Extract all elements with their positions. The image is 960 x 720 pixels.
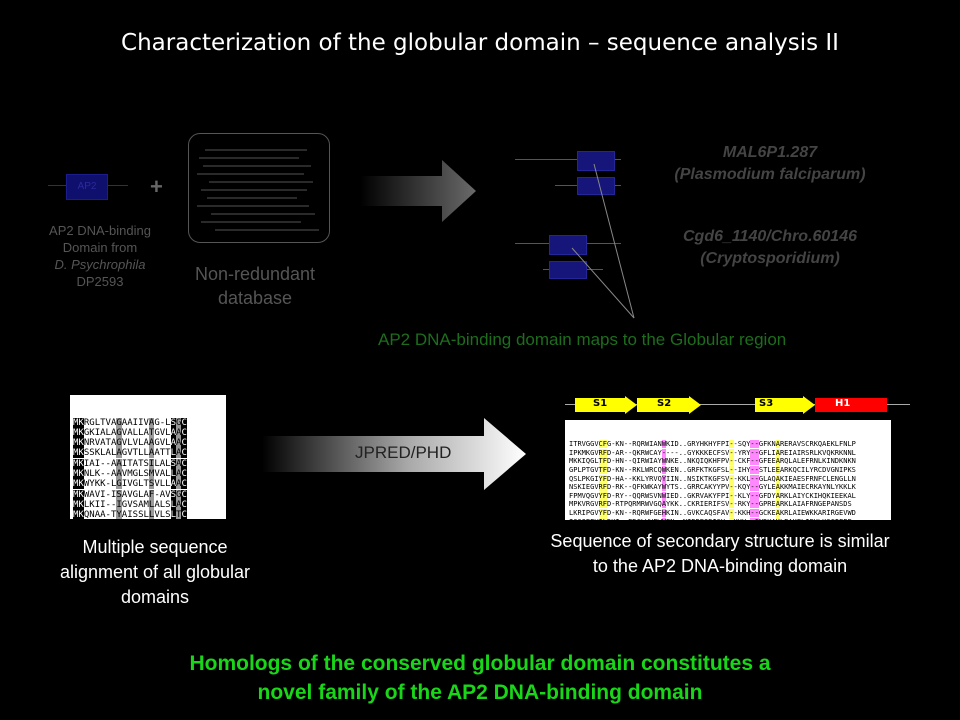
conclusion-line2: novel family of the AP2 DNA-binding doma… [257, 681, 703, 704]
ss-alignment-row: LKRIPGVYFD-KN--RQRWFGEHKIN..GVKCAQSFAV--… [569, 508, 856, 517]
jpred-label: JPRED/PHD [355, 443, 452, 462]
hit-diagram [515, 145, 625, 290]
query-domain-box: AP2 [66, 174, 108, 200]
database-icon [188, 133, 330, 243]
query-domain-box-label: AP2 [77, 181, 97, 192]
conclusion-text: Homologs of the conserved globular domai… [0, 649, 960, 707]
ss-alignment-row: NSKIEGVRFD-RK--QFKWKAYWYTS..GRRCAKYYPV--… [569, 483, 856, 492]
hit2-name: Cgd6_1140/Chro.60146 [682, 228, 857, 245]
hit1-name: MAL6P1.287 [722, 144, 818, 161]
pointer-lines [571, 163, 635, 319]
database-caption-line2: database [217, 288, 293, 308]
ss-alignment-row: IGSQEPVILDKI--ERCLVVEWYEN..NIRREQRISY--K… [569, 517, 887, 520]
ss-label-s3: S3 [759, 398, 774, 409]
maps-to-globular-label: AP2 DNA-binding domain maps to the Globu… [378, 330, 787, 349]
ss-caption: Sequence of secondary structure is simil… [480, 529, 960, 579]
msa-row: MKIAI--AAITATSILALSAC [73, 458, 187, 469]
conclusion-line1: Homologs of the conserved globular domai… [189, 652, 771, 675]
ss-alignment-row: ITRVGGVCFG-KN--RQRWIANWKID..GRYHKHYFPI--… [569, 440, 856, 449]
helix-h1-rect [815, 398, 887, 412]
ss-label-s2: S2 [657, 398, 672, 409]
msa-caption: Multiple sequence alignment of all globu… [20, 535, 290, 610]
query-caption: AP2 DNA-binding Domain from D. Psychroph… [28, 222, 172, 290]
hit1-line-a [515, 159, 621, 160]
strand-s1-arrow [575, 396, 637, 414]
ss-backbone-line [565, 404, 910, 405]
msa-row: MKRGLTVAGAAIIVAG-LSGC [73, 417, 187, 428]
strand-s2-arrow [637, 396, 701, 414]
hit1-label: MAL6P1.287 (Plasmodium falciparum) [640, 142, 900, 186]
database-caption: Non-redundant database [170, 262, 340, 310]
msa-row: MKSSKLALAGVTLLAATTLAC [73, 448, 187, 459]
hit2-box-b [549, 261, 587, 279]
secondary-structure-track: S1 S2 S3 H1 [565, 394, 910, 416]
database-lines [197, 149, 319, 231]
hit2-organism: (Cryptosporidium) [700, 250, 840, 267]
ss-elements [575, 396, 887, 414]
slide-title: Characterization of the globular domain … [121, 30, 839, 56]
hit2-label: Cgd6_1140/Chro.60146 (Cryptosporidium) [640, 226, 900, 270]
plus-sign: + [150, 174, 163, 199]
query-caption-line1: AP2 DNA-binding [49, 223, 151, 238]
ss-alignment-row: QSLPKGIYFD-HA--KKLYRVQYIIN..NSIKTKGFSV--… [569, 474, 856, 483]
hit2-box-a [549, 235, 587, 255]
ss-alignment-row: GPLPTGVTFD-KN--RKLWRCQWKEN..GRFKTKGFSL--… [569, 465, 856, 474]
msa-row: MKLKII--IGVSAMLALSLAC [73, 499, 187, 510]
hit1-organism: (Plasmodium falciparum) [674, 166, 866, 183]
database-caption-line1: Non-redundant [194, 264, 316, 284]
query-caption-line3: D. Psychrophila [54, 257, 146, 272]
msa-row: MKWYKK-LGIVGLTSVLLAAC [73, 479, 187, 490]
msa-row: MKQNAA-TYAISSLLVLSLTC [73, 510, 187, 519]
ss-alignment-row: IPKMKGVRFD-AR--QKRWCAY----..GYKKKECFSV--… [569, 448, 856, 457]
query-caption-line2: Domain from [62, 240, 138, 255]
ss-alignment-row: MKKIQGLTFD-HN--QIRWIAYWNKE..NKQIQKHFPV--… [569, 457, 856, 466]
msa-caption-line3: domains [120, 587, 190, 607]
msa-row: MKNRVATAGVLVLAAGVLAAC [73, 438, 187, 449]
ss-caption-line1: Sequence of secondary structure is simil… [550, 531, 890, 551]
strand-s3-arrow [755, 396, 815, 414]
search-arrow-icon [360, 160, 476, 222]
msa-row: MKGKIALAGVALLATGVLAAC [73, 427, 187, 438]
query-domain-diagram: AP2 [48, 172, 128, 200]
ss-alignment-rows: ITRVGGVCFG-KN--RQRWIANWKID..GRYHKHYFPI--… [569, 440, 887, 520]
msa-row: MKWAVI-ISAVGLAF-AVSGC [73, 489, 187, 500]
query-caption-line4: DP2593 [76, 274, 124, 289]
msa-row: MKNLK--AAVMGLSMVALLAC [73, 469, 187, 480]
msa-caption-line2: alignment of all globular [59, 562, 251, 582]
hit1-box-b [577, 177, 615, 195]
ss-label-h1: H1 [835, 398, 851, 409]
msa-caption-line1: Multiple sequence [82, 537, 228, 557]
ss-alignment-row: FPMVQGVYFD-RY--QQRWSVNWIED..GKRVAKYFPI--… [569, 491, 856, 500]
ss-alignment-row: MPKVRGVRFD-RTPQRMRWVGQAYKK..CKRIERIFSV--… [569, 500, 852, 509]
ss-caption-line2: to the AP2 DNA-binding domain [592, 556, 848, 576]
ss-alignment-panel: ITRVGGVCFG-KN--RQRWIANWKID..GRYHKHYFPI--… [565, 420, 891, 520]
jpred-arrow-icon [262, 418, 526, 490]
ss-label-s1: S1 [593, 398, 608, 409]
